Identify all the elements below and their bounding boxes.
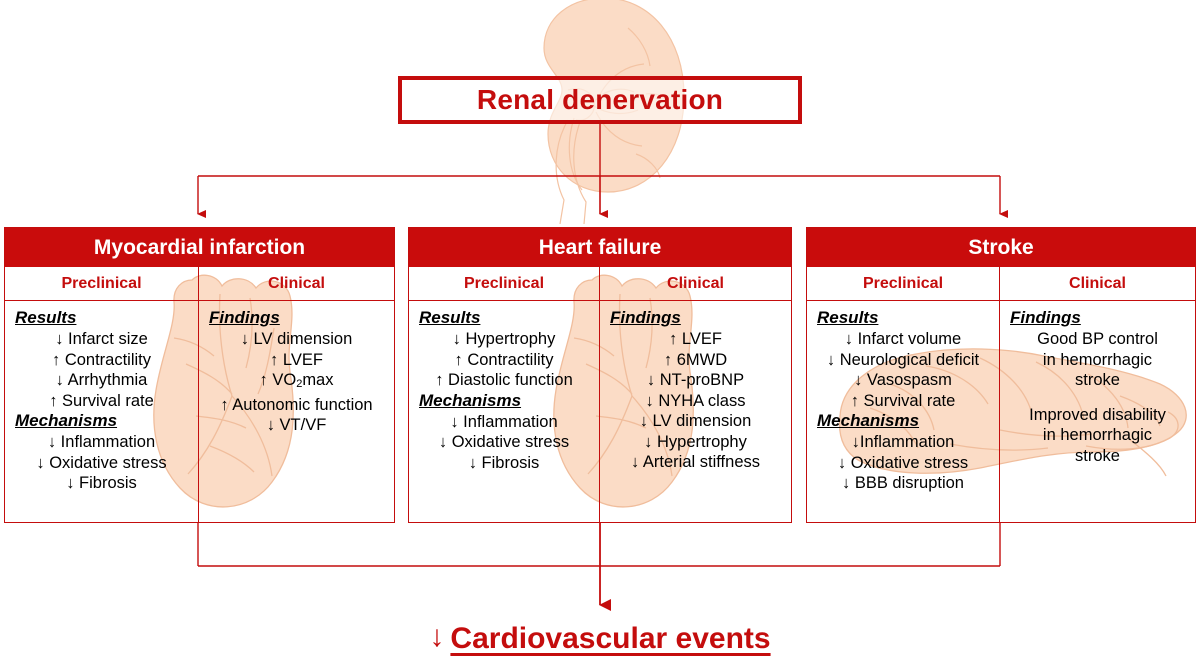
- card-header-heart-failure: Heart failure: [409, 228, 791, 267]
- condition-card-myocardial-infarction: Myocardial infarction Preclinical Clinic…: [4, 227, 395, 523]
- list-item: ↓ Inflammation: [450, 412, 558, 431]
- list-item: ↑ LVEF: [270, 350, 323, 369]
- condition-card-heart-failure: Heart failure Preclinical Clinical Resul…: [408, 227, 792, 523]
- clinical-column: Findings ↓ LV dimension ↑ LVEF ↑ VO2max …: [199, 301, 394, 522]
- list-item: ↓ Neurological deficit: [826, 350, 980, 369]
- list-item: ↑ VO2max: [259, 371, 334, 390]
- subheader-row: Preclinical Clinical: [5, 267, 394, 301]
- card-header-stroke: Stroke: [807, 228, 1195, 267]
- group-title-results: Results: [817, 308, 879, 327]
- list-item: ↓ Hypertrophy: [644, 432, 747, 451]
- list-item: ↑ Autonomic function: [220, 395, 373, 414]
- group-title-findings: Findings: [610, 308, 681, 327]
- list-item: ↓ Oxidative stress: [837, 453, 969, 472]
- spacer: [1000, 391, 1195, 405]
- card-header-myocardial-infarction: Myocardial infarction: [5, 228, 394, 267]
- list-item: ↓ Infarct size: [55, 330, 148, 348]
- preclinical-column: Results ↓ Hypertrophy ↑ Contractility ↑ …: [409, 301, 600, 522]
- subheader-preclinical: Preclinical: [807, 267, 1000, 300]
- list-item: ↑ LVEF: [669, 330, 722, 348]
- list-item: ↓ LV dimension: [240, 330, 353, 348]
- list-item: stroke: [1075, 371, 1120, 389]
- list-item: ↑ Contractility: [51, 350, 152, 369]
- list-item: ↓ Infarct volume: [844, 330, 962, 348]
- list-item: ↑ Contractility: [454, 350, 554, 369]
- list-item: ↓ NYHA class: [645, 391, 746, 410]
- down-arrow-icon: ↓: [429, 620, 445, 653]
- subheader-preclinical: Preclinical: [409, 267, 600, 300]
- subheader-row: Preclinical Clinical: [807, 267, 1195, 301]
- list-item: ↓ NT-proBNP: [646, 371, 745, 389]
- list-item: ↓ Arterial stiffness: [631, 453, 760, 471]
- group-title-mechanisms: Mechanisms: [419, 390, 522, 410]
- card-body: Results ↓ Hypertrophy ↑ Contractility ↑ …: [409, 301, 791, 522]
- group-title-results: Results: [15, 308, 77, 327]
- subheader-clinical: Clinical: [667, 275, 724, 292]
- subheader-preclinical: Preclinical: [5, 267, 199, 300]
- list-item: in hemorrhagic: [1042, 426, 1153, 444]
- subheader-clinical: Clinical: [1069, 275, 1126, 292]
- list-item: ↓ Arrhythmia: [55, 371, 148, 389]
- list-item: ↓ Vasospasm: [854, 371, 952, 389]
- list-item: Good BP control: [1037, 330, 1158, 348]
- outcome-statement: ↓Cardiovascular events: [0, 620, 1200, 656]
- group-title-findings: Findings: [1010, 308, 1081, 327]
- list-item: ↓ VT/VF: [266, 416, 327, 434]
- list-item: ↑ Diastolic function: [435, 371, 573, 389]
- list-item: ↓ Fibrosis: [66, 474, 137, 492]
- list-item: ↑ Survival rate: [49, 391, 154, 410]
- renal-denervation-box: Renal denervation: [398, 76, 802, 124]
- group-title-mechanisms: Mechanisms: [817, 411, 920, 430]
- clinical-column: Findings Good BP control in hemorrhagic …: [1000, 301, 1195, 522]
- list-item: ↓ Fibrosis: [468, 453, 540, 472]
- list-item: ↑ Survival rate: [850, 391, 956, 410]
- group-title-results: Results: [419, 308, 481, 327]
- preclinical-column: Results ↓ Infarct volume ↓ Neurological …: [807, 301, 1000, 522]
- outcome-label: Cardiovascular events: [450, 622, 771, 655]
- list-item: ↓ BBB disruption: [842, 474, 964, 492]
- preclinical-column: Results ↓ Infarct size ↑ Contractility ↓…: [5, 301, 199, 522]
- renal-denervation-label: Renal denervation: [476, 84, 724, 115]
- list-item: Improved disability: [1029, 405, 1166, 424]
- list-item: ↓ Oxidative stress: [36, 453, 167, 472]
- subheader-clinical: Clinical: [268, 275, 325, 292]
- list-item: ↓ LV dimension: [639, 412, 752, 430]
- list-item: in hemorrhagic: [1042, 350, 1153, 369]
- list-item: ↓ Inflammation: [47, 433, 156, 451]
- list-item: stroke: [1075, 446, 1120, 465]
- list-item: ↓ Hypertrophy: [452, 330, 556, 348]
- clinical-column: Findings ↑ LVEF ↑ 6MWD ↓ NT-proBNP ↓ NYH…: [600, 301, 791, 522]
- card-body: Results ↓ Infarct volume ↓ Neurological …: [807, 301, 1195, 522]
- card-body: Results ↓ Infarct size ↑ Contractility ↓…: [5, 301, 394, 522]
- group-title-mechanisms: Mechanisms: [15, 411, 118, 430]
- condition-card-stroke: Stroke Preclinical Clinical Results ↓ In…: [806, 227, 1196, 523]
- group-title-findings: Findings: [209, 308, 280, 327]
- subheader-row: Preclinical Clinical: [409, 267, 791, 301]
- list-item: ↓Inflammation: [851, 433, 955, 451]
- list-item: ↓ Oxidative stress: [438, 433, 570, 451]
- list-item: ↑ 6MWD: [663, 350, 728, 369]
